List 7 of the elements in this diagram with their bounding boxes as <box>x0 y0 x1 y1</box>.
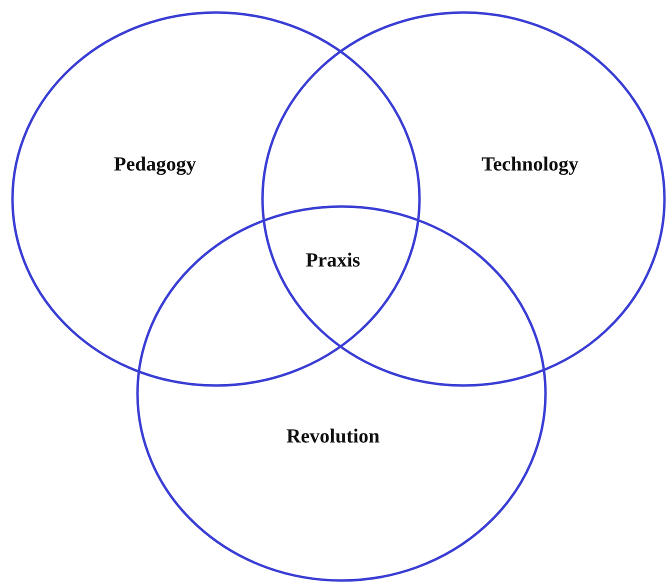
set-label: Technology <box>481 154 579 176</box>
venn-circle <box>261 11 666 387</box>
venn-circle <box>11 11 421 387</box>
set-label: Pedagogy <box>114 154 196 176</box>
venn-circle <box>136 205 547 582</box>
intersection-label: Praxis <box>306 250 360 272</box>
set-label: Revolution <box>286 426 380 448</box>
